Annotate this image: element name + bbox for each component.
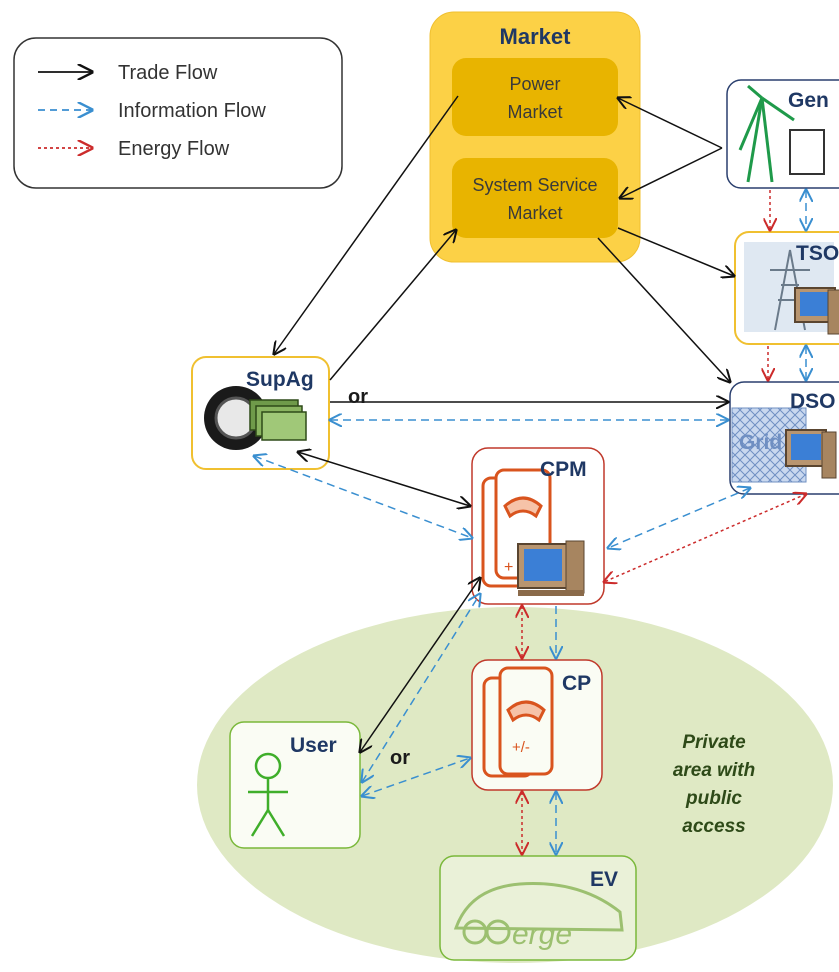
info-flows [254, 190, 806, 854]
power-market-box [452, 58, 618, 136]
user-or-label: or [390, 747, 410, 769]
supag-label: SupAg [246, 368, 314, 391]
dso-label: DSO [790, 390, 836, 413]
tso-node: TSO [734, 231, 839, 345]
cp-node: +/- CP [471, 659, 603, 791]
trade-supag-cpm [298, 452, 470, 506]
system-service-line2: Market [507, 203, 562, 223]
trade-gen-power [618, 98, 723, 149]
computer-icon [794, 287, 839, 335]
trade-supag-system [329, 230, 456, 381]
legend-trade-label: Trade Flow [118, 62, 218, 84]
private-area-line3: public [685, 788, 742, 809]
system-service-market-box [452, 158, 618, 238]
info-user-cpm [362, 594, 480, 782]
cp-sign-label: +/- [512, 739, 530, 756]
cpm-node: + CPM [471, 447, 605, 605]
info-dso-cpm [608, 488, 750, 548]
trade-system-dso [597, 237, 730, 382]
market-title: Market [500, 24, 572, 49]
user-label: User [290, 734, 337, 757]
dso-node: Grid DSO [729, 381, 839, 495]
trade-gen-system [620, 147, 723, 198]
legend-energy-label: Energy Flow [118, 138, 230, 160]
private-area-line2: area with [673, 760, 755, 781]
energy-dso-cpm [604, 494, 806, 582]
money-bulb-icon [204, 386, 307, 450]
cp-label: CP [562, 672, 591, 695]
ev-node: erge EV [439, 855, 637, 961]
ev-logo-text: erge [512, 918, 572, 951]
person-icon [248, 752, 288, 837]
gen-node: Gen [726, 79, 839, 189]
system-service-line1: System Service [472, 175, 597, 195]
market-block: Market Power Market System Service Marke… [429, 11, 641, 263]
legend-info-label: Information Flow [118, 100, 266, 122]
supag-or-label: or [348, 386, 368, 408]
supag-node: SupAg [191, 356, 330, 470]
tso-label: TSO [796, 242, 839, 265]
power-market-line1: Power [509, 74, 560, 94]
cpm-label: CPM [540, 458, 587, 481]
user-node: User [229, 721, 361, 849]
dso-grid-label: Grid [739, 431, 782, 454]
svg-text:+: + [504, 559, 513, 576]
power-market-line2: Market [507, 102, 562, 122]
info-user-cp [362, 758, 470, 796]
gen-label: Gen [788, 89, 829, 112]
wind-turbine-icon [738, 84, 825, 183]
trade-market-supag [274, 95, 459, 354]
energy-flows [522, 190, 806, 854]
private-area-line1: Private [682, 732, 746, 753]
car-icon [453, 882, 624, 945]
trade-system-tso [617, 227, 734, 276]
legend: Trade Flow Information Flow Energy Flow [13, 37, 343, 189]
private-area-label: Private area with public access [673, 732, 755, 837]
private-area-line4: access [682, 816, 745, 837]
computer-icon [517, 540, 585, 596]
ev-label: EV [590, 868, 618, 891]
charging-point-icon [482, 666, 554, 778]
computer-icon [785, 429, 837, 479]
